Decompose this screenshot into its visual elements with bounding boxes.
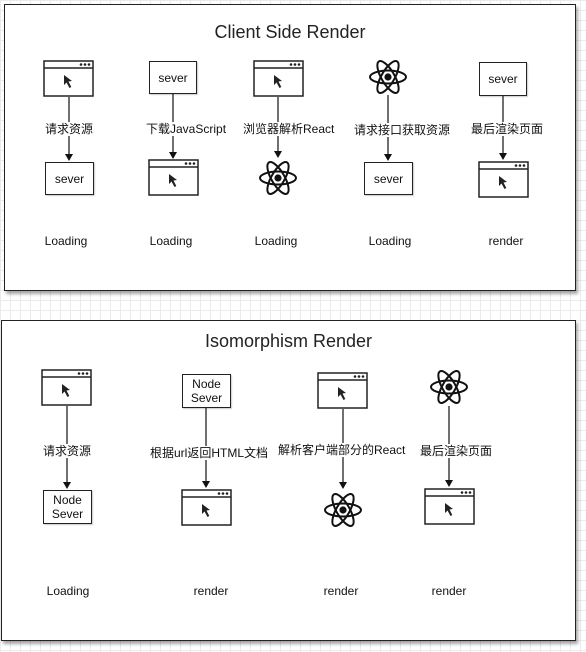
sever-box: sever bbox=[479, 62, 527, 96]
browser-window-icon bbox=[41, 369, 92, 406]
step-caption: 最后渲染页面 bbox=[470, 122, 545, 136]
client-side-render-title: Client Side Render bbox=[214, 22, 366, 42]
node-sever-label-line1: Node bbox=[53, 493, 82, 507]
react-logo-icon bbox=[259, 161, 297, 195]
browser-window-icon bbox=[253, 60, 304, 97]
status-label: render bbox=[193, 584, 229, 598]
sever-box: sever bbox=[149, 61, 197, 94]
browser-window-icon bbox=[148, 159, 199, 196]
step-caption: 最后渲染页面 bbox=[419, 444, 494, 458]
node-sever-label-line1: Node bbox=[192, 377, 221, 391]
status-label: render bbox=[488, 234, 524, 248]
sever-box: sever bbox=[364, 162, 413, 195]
status-label: render bbox=[323, 584, 359, 598]
status-label: render bbox=[431, 584, 467, 598]
status-label: Loading bbox=[368, 234, 412, 248]
isomorphism-render-panel: Isomorphism Render bbox=[1, 320, 576, 641]
status-label: Loading bbox=[149, 234, 193, 248]
browser-window-icon bbox=[181, 489, 232, 526]
step-caption: 请求资源 bbox=[42, 444, 93, 458]
browser-window-icon bbox=[43, 60, 94, 97]
status-label: Loading bbox=[254, 234, 298, 248]
react-logo-icon bbox=[324, 493, 362, 527]
status-label: Loading bbox=[44, 234, 88, 248]
react-logo-icon bbox=[430, 370, 468, 404]
client-side-render-panel: Client Side Render bbox=[4, 4, 576, 291]
step-caption: 请求接口获取资源 bbox=[353, 123, 452, 137]
status-label: Loading bbox=[46, 584, 90, 598]
isomorphism-render-title: Isomorphism Render bbox=[204, 331, 373, 351]
step-caption: 下载JavaScript bbox=[145, 122, 228, 136]
step-caption: 解析客户端部分的React bbox=[277, 443, 407, 457]
browser-window-icon bbox=[478, 161, 529, 198]
node-sever-label-line2: Sever bbox=[51, 507, 84, 521]
step-caption: 根据url返回HTML文档 bbox=[149, 446, 270, 460]
sever-box: sever bbox=[45, 162, 94, 195]
node-sever-label-line2: Sever bbox=[190, 391, 223, 405]
react-logo-icon bbox=[369, 60, 407, 94]
node-sever-box: Node Sever bbox=[182, 374, 231, 408]
step-caption: 浏览器解析React bbox=[242, 122, 336, 136]
node-sever-box: Node Sever bbox=[43, 490, 92, 524]
browser-window-icon bbox=[424, 488, 475, 525]
step-caption: 请求资源 bbox=[44, 122, 95, 136]
browser-window-icon bbox=[317, 372, 368, 409]
